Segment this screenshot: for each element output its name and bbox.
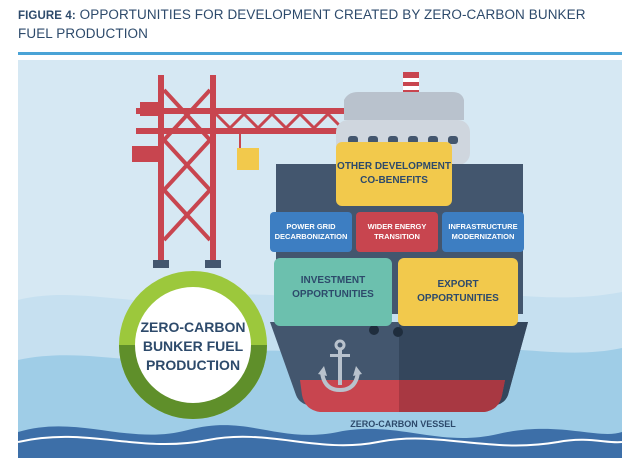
diagram-panel: OTHER DEVELOPMENT CO-BENEFITS POWER GRID… (18, 60, 622, 458)
figure-heading: OPPORTUNITIES FOR DEVELOPMENT CREATED BY… (18, 7, 586, 41)
sea-front-wave (18, 425, 622, 458)
container-power-grid-shape (270, 212, 352, 252)
container-investment-shape (274, 258, 392, 326)
vessel-label: ZERO-CARBON VESSEL (350, 419, 456, 429)
figure-label: FIGURE 4: (18, 10, 76, 22)
ship-funnel (403, 72, 419, 94)
container-investment-label: INVESTMENT OPPORTUNITIES (292, 275, 374, 300)
crane-cargo-box (237, 148, 259, 170)
anchor-icon (318, 339, 362, 393)
container-infrastructure-shape (442, 212, 524, 252)
container-infrastructure-label: INFRASTRUCTURE MODERNIZATION (448, 222, 518, 241)
container-other-shape (336, 142, 452, 206)
container-other-label: OTHER DEVELOPMENT CO-BENEFITS (337, 161, 451, 186)
crane-icon (132, 75, 346, 268)
container-export-label: EXPORT OPPORTUNITIES (417, 279, 499, 304)
circle-label: ZERO-CARBON BUNKER FUEL PRODUCTION (140, 318, 246, 373)
figure-title: FIGURE 4: OPPORTUNITIES FOR DEVELOPMENT … (18, 6, 618, 42)
title-divider (18, 52, 622, 55)
container-wider-energy-label: WIDER ENERGY TRANSITION (367, 222, 427, 241)
container-export-shape (398, 258, 518, 326)
container-wider-energy-shape (356, 212, 438, 252)
container-power-grid-label: POWER GRID DECARBONIZATION (274, 222, 348, 241)
diagram-illustration (18, 72, 622, 458)
